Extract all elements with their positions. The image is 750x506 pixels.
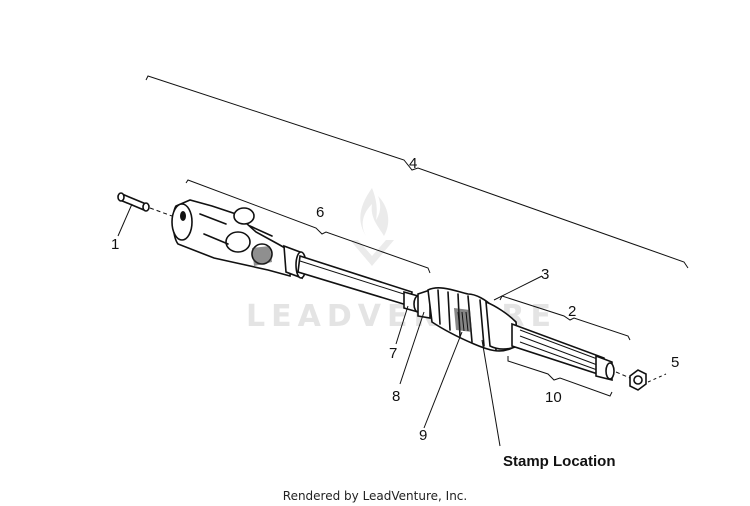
leader-stamp	[481, 339, 501, 447]
leader-1	[117, 203, 133, 237]
leader-9	[423, 331, 463, 429]
bracket-10	[507, 356, 613, 397]
callout-4: 4	[409, 155, 417, 172]
callout-3: 3	[541, 266, 549, 283]
leader-3	[493, 275, 543, 301]
stub-shaft-part-10	[511, 322, 615, 382]
u-joint-part-6	[171, 199, 413, 308]
callout-6: 6	[316, 204, 324, 221]
bracket-6	[185, 179, 431, 274]
stamp-location-label: Stamp Location	[503, 453, 616, 470]
callout-10: 10	[545, 389, 562, 406]
callout-5: 5	[671, 354, 679, 371]
leader-lines	[117, 203, 543, 447]
nut-part-5	[615, 369, 667, 391]
pin-part-1	[117, 192, 173, 217]
bracket-4	[145, 75, 689, 269]
leader-7	[395, 305, 409, 345]
flame-logo-icon	[350, 188, 394, 266]
callout-1: 1	[111, 236, 119, 253]
footer-credit: Rendered by LeadVenture, Inc.	[283, 489, 467, 503]
callout-8: 8	[392, 388, 400, 405]
boot-part-3	[403, 287, 519, 352]
callout-9: 9	[419, 427, 427, 444]
callout-7: 7	[389, 345, 397, 362]
leader-8	[399, 311, 425, 385]
callout-2: 2	[568, 303, 576, 320]
callouts: 1 2 3 4 5 6 7 8 9 10	[111, 155, 679, 444]
